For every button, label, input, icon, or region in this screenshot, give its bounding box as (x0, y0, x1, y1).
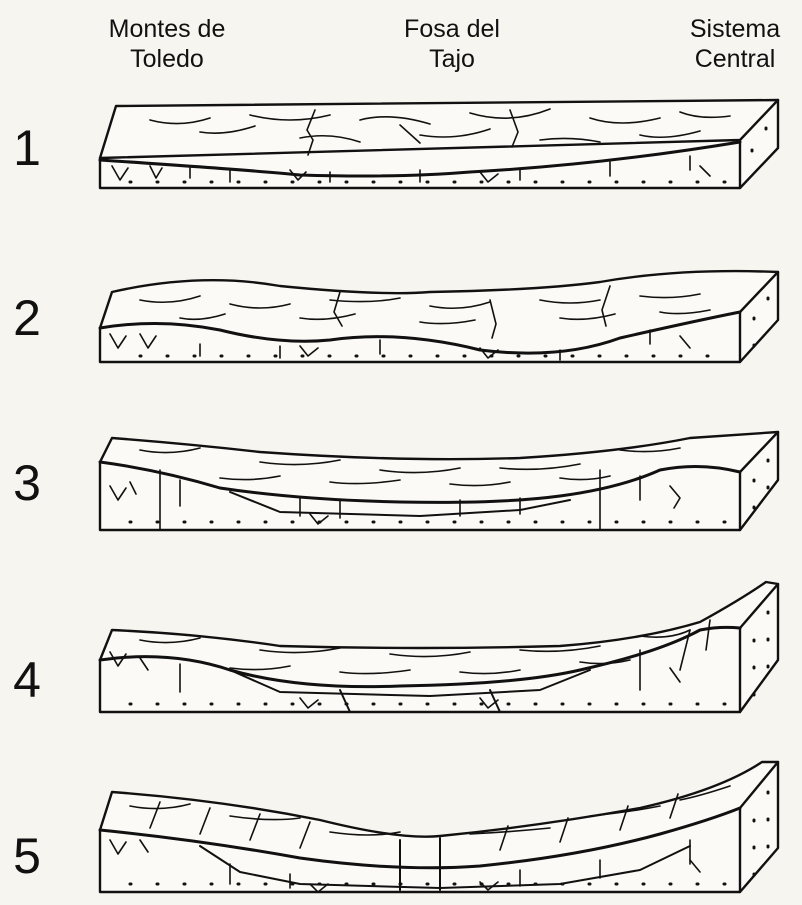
block-stage-5 (100, 762, 778, 892)
block-stage-4 (100, 582, 778, 712)
block-stage-1 (100, 100, 778, 188)
block-stage-3 (100, 432, 778, 530)
block-stage-2 (100, 271, 778, 362)
